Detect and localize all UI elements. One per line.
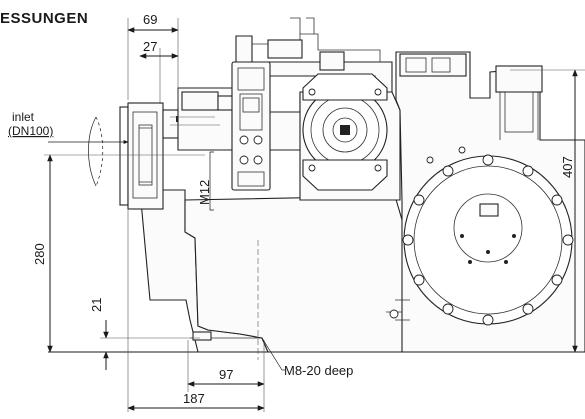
pump-body [299, 73, 435, 201]
controller-module [231, 61, 271, 191]
inlet-pipe-symbol [88, 116, 104, 187]
dim-280: 280 [32, 243, 47, 265]
dim-407: 407 [560, 156, 575, 178]
motor-cover [403, 155, 573, 325]
dim-69: 69 [143, 12, 157, 27]
pump-unit-drawing [88, 17, 585, 353]
dim-97: 97 [219, 367, 233, 382]
dim-187: 187 [183, 391, 205, 406]
anchor-label: M8-20 deep [284, 363, 353, 378]
inlet-label: inlet [12, 110, 35, 124]
inlet-size-label: (DN100) [8, 124, 53, 138]
cover-bolts [402, 146, 574, 326]
drawing-labels: 69 27 inlet (DN100) 280 21 M12 97 M8-20 … [8, 12, 575, 406]
dim-27: 27 [143, 39, 157, 54]
section-title: ESSUNGEN [0, 10, 88, 27]
dimension-lines [44, 18, 585, 412]
dim-21: 21 [89, 298, 104, 312]
thread-label: M12 [197, 180, 212, 205]
